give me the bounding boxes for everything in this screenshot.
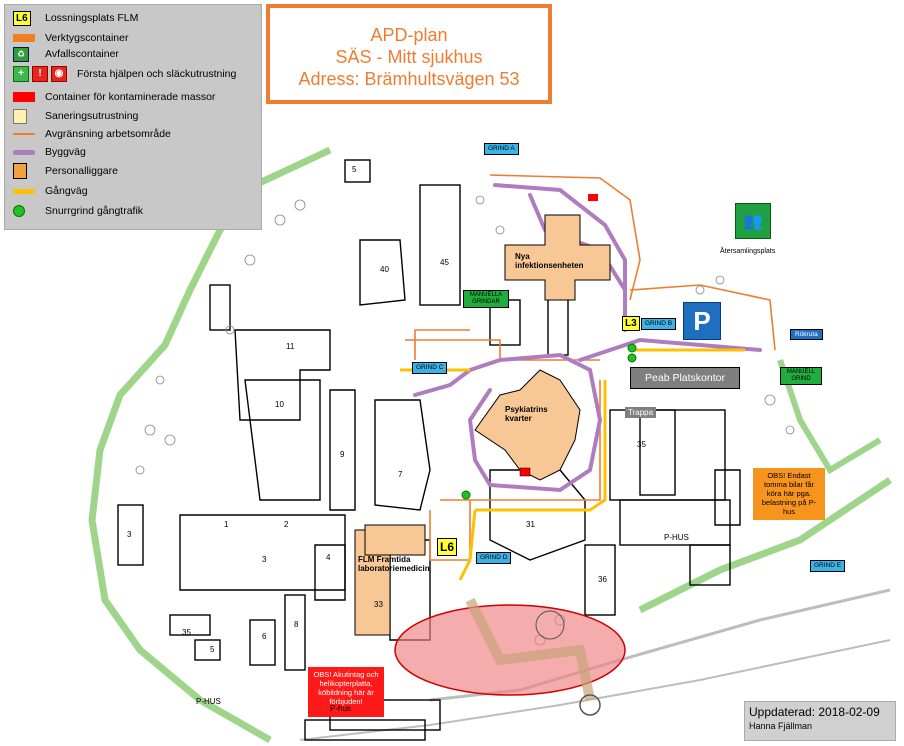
turnstile-marker-3: [461, 490, 471, 500]
l6-marker: L6: [437, 538, 458, 556]
yellow-line-icon: [13, 188, 35, 194]
building-number: 33: [374, 600, 383, 609]
fire-hose-icon: ◉: [51, 66, 67, 82]
title-line-2: SÄS - Mitt sjukhus: [335, 47, 483, 67]
legend-item-tool-container: Verktygscontainer: [13, 29, 128, 47]
gate-b-label: GRIND B: [641, 318, 677, 330]
title-line-3: Adress: Brämhultsvägen 53: [298, 69, 520, 89]
assembly-point-label: Återsamlingsplats: [720, 248, 776, 255]
personnel-log-icon: [13, 163, 27, 179]
gate-d-label: GRIND D: [476, 552, 512, 564]
building-number: 8: [294, 620, 299, 629]
p-hus-label-1: P-HUS: [664, 533, 689, 542]
building-number: 3: [127, 530, 132, 539]
building-number: 31: [526, 520, 535, 529]
legend: L6 Lossningsplats FLM Verktygscontainer …: [4, 4, 262, 230]
sanitation-equipment-icon: [13, 108, 27, 124]
roundabout: [579, 694, 601, 716]
smoking-area-label: Rökruta: [790, 329, 823, 340]
legend-item-waste-container: ♻ Avfallscontainer: [13, 45, 119, 63]
legend-item-sanitation: Saneringsutrustning: [13, 107, 138, 125]
flm-label: FLM Framtida laboratoriemedicin: [358, 555, 430, 573]
building-number: 5: [352, 165, 357, 174]
building-number: 45: [440, 258, 449, 267]
red-container-marker: [519, 467, 531, 477]
building-number: 9: [340, 450, 345, 459]
flm-lab-top: [364, 524, 426, 556]
building-number: 7: [398, 470, 403, 479]
legend-item-unloading: L6 Lossningsplats FLM: [13, 9, 138, 27]
legend-item-turnstile: Snurrgrind gångtrafik: [13, 202, 143, 220]
legend-item-footpath: Gångväg: [13, 182, 88, 200]
title-line-1: APD-plan: [370, 25, 448, 45]
extinguisher-icon: !: [32, 66, 48, 82]
road-p-hus: [638, 477, 892, 614]
title-box: APD-plan SÄS - Mitt sjukhus Adress: Bräm…: [266, 4, 552, 104]
peab-site-office: Peab Platskontor: [630, 367, 740, 389]
legend-item-boundary: Avgränsning arbetsområde: [13, 125, 171, 143]
building-number: 35: [182, 628, 191, 637]
orange-line-icon: [13, 133, 35, 135]
l3-marker: L3: [622, 316, 640, 331]
legend-item-contaminated: Container för kontaminerade massor: [13, 88, 215, 106]
green-dot-icon: [13, 205, 25, 217]
turnstile-marker-2: [627, 353, 637, 363]
building-number: 40: [380, 265, 389, 274]
building-number: 11: [286, 342, 295, 351]
p-hus-label-3: P-HUS: [196, 697, 221, 706]
gate-a-label: GRIND A: [484, 143, 519, 155]
first-aid-icon: +: [13, 66, 29, 82]
gate-e-label: GRIND E: [810, 560, 846, 572]
manual-gate-label: MANUELL GRIND: [780, 367, 822, 385]
updated-date: Uppdaterad: 2018-02-09: [749, 705, 880, 719]
heliport-circle: [535, 610, 565, 640]
building-number: 6: [262, 632, 267, 641]
building-number: 5: [210, 645, 215, 654]
recycle-container-icon: ♻: [13, 46, 29, 62]
psychiatry-block: [474, 369, 581, 481]
new-infection-unit: [504, 214, 611, 301]
legend-item-construction-road: Byggväg: [13, 143, 86, 161]
author-name: Hanna Fjällman: [749, 721, 813, 731]
building-number: 36: [598, 575, 607, 584]
update-info: Uppdaterad: 2018-02-09 Hanna Fjällman: [744, 701, 896, 741]
acute-intake-zone: [394, 604, 626, 696]
gate-c-label: GRIND C: [412, 362, 448, 374]
parking-icon: P: [683, 302, 721, 340]
manual-gates-label: MANUELLA GRINDAR: [463, 290, 509, 308]
p-hus-label-2: P-hus: [330, 704, 351, 713]
empty-cars-note: OBS! Endast tomma bilar får köra här pga…: [753, 468, 825, 520]
assembly-point-icon: 👥: [735, 203, 771, 239]
legend-item-first-aid: + ! ◉ Första hjälpen och släckutrustning: [13, 65, 236, 83]
building-number: 10: [275, 400, 284, 409]
tree-symbols: [135, 195, 795, 646]
building-number: 2: [284, 520, 289, 529]
orange-container-icon: [13, 34, 35, 42]
red-container-marker-2: [588, 194, 598, 201]
purple-line-icon: [13, 149, 35, 155]
building-number: 4: [326, 553, 331, 562]
perimeter-road-east: [777, 359, 882, 475]
building-number: 1: [224, 520, 229, 529]
red-container-icon: [13, 92, 35, 102]
psychiatry-label: Psykiatrins kvarter: [505, 405, 548, 423]
stairs-label: Trappa: [625, 407, 657, 418]
legend-item-personnel-log: Personalliggare: [13, 162, 118, 180]
acute-intake-note: OBS! Akutintag och helikopterplatta, köb…: [308, 667, 384, 717]
ambulance-road: [465, 597, 595, 701]
building-number: 35: [637, 440, 646, 449]
turnstile-marker: [627, 343, 637, 353]
l6-badge-icon: L6: [13, 10, 31, 26]
building-number: 3: [262, 555, 267, 564]
new-infection-unit-label: Nya infektionsenheten: [515, 252, 584, 270]
